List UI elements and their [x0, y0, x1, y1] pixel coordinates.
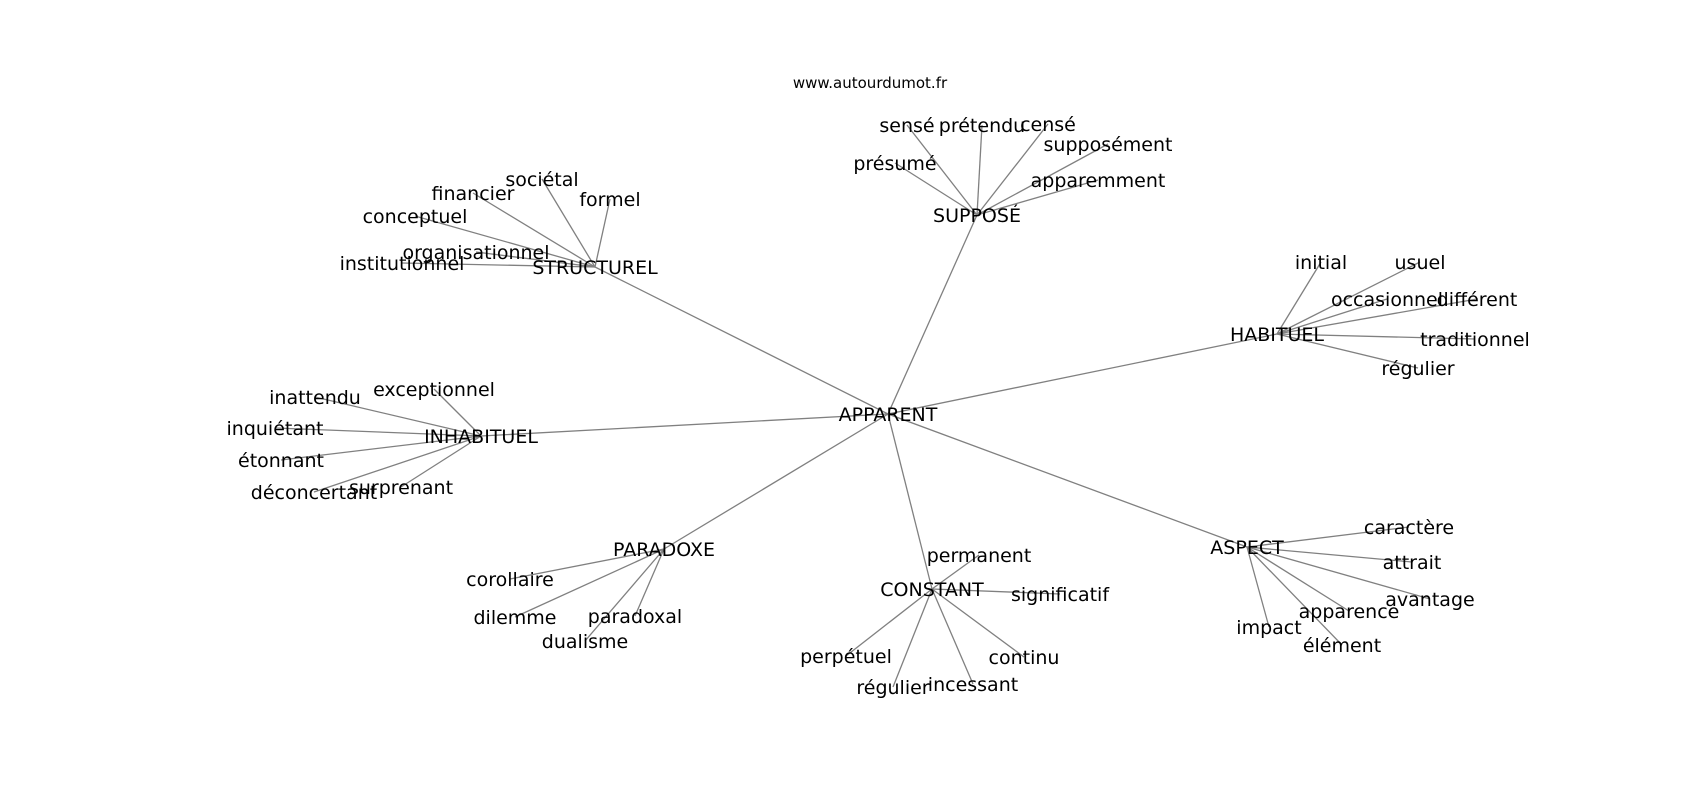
leaf-word: corollaire: [466, 569, 554, 591]
leaf-word: avantage: [1385, 589, 1474, 611]
edge-hub-to-word: [400, 435, 482, 488]
leaf-word: significatif: [1011, 584, 1110, 606]
edge-hub-to-word: [1246, 526, 1410, 548]
edge-center-to-hub: [663, 413, 889, 550]
hub-word: STRUCTUREL: [532, 257, 658, 279]
hub-word: HABITUEL: [1230, 324, 1324, 346]
edge-hub-to-word: [976, 124, 983, 216]
leaf-word: sensé: [879, 115, 934, 137]
leaf-word: caractère: [1364, 517, 1454, 539]
leaf-word: surprenant: [349, 477, 453, 499]
edge-hub-to-word: [931, 554, 980, 590]
edge-hub-to-word: [314, 396, 482, 437]
leaf-word: présumé: [853, 153, 936, 175]
edge-hub-to-word: [1276, 298, 1388, 335]
edge-hub-to-word: [931, 588, 1061, 595]
edge-hub-to-word: [401, 262, 596, 268]
leaf-word: élément: [1303, 635, 1381, 657]
leaf-word: supposément: [1044, 134, 1173, 156]
leaf-word: continu: [989, 647, 1060, 669]
edge-hub-to-word: [976, 143, 1109, 216]
edge-hub-to-word: [894, 162, 978, 216]
leaf-word: censé: [1020, 114, 1076, 136]
edge-hub-to-word: [976, 179, 1099, 216]
edge-hub-to-word: [976, 123, 1049, 216]
leaf-word: apparemment: [1031, 170, 1166, 192]
edge-hub-to-word: [313, 435, 482, 493]
edge-hub-to-word: [514, 548, 665, 618]
edge-hub-to-word: [1246, 546, 1343, 646]
hub-word: ASPECT: [1210, 537, 1284, 559]
edge-hub-to-word: [931, 588, 974, 685]
hub-word: CONSTANT: [880, 579, 984, 601]
edge-hub-to-word: [1246, 546, 1413, 563]
edge-hub-to-word: [274, 427, 482, 437]
leaf-word: impact: [1236, 617, 1301, 639]
edge-center-to-hub: [594, 266, 889, 415]
edge-hub-to-word: [1276, 298, 1478, 335]
leaf-word: occasionnel: [1331, 289, 1443, 311]
leaf-word: exceptionnel: [373, 379, 495, 401]
edge-hub-to-word: [1276, 261, 1322, 335]
leaf-word: usuel: [1395, 252, 1446, 274]
leaf-word: attrait: [1383, 552, 1442, 574]
leaf-word: différent: [1437, 289, 1518, 311]
leaf-word: régulier: [856, 677, 929, 699]
leaf-word: conceptuel: [363, 206, 468, 228]
hub-word: SUPPOSÉ: [933, 204, 1021, 227]
leaf-word: prétendu: [939, 115, 1025, 137]
leaf-word: institutionnel: [340, 253, 465, 275]
leaf-word: inattendu: [269, 387, 361, 409]
leaf-word: organisationnel: [402, 242, 549, 264]
edge-hub-to-word: [541, 178, 596, 268]
edge-hub-to-word: [584, 548, 665, 642]
leaf-word: dilemme: [473, 607, 556, 629]
edge-hub-to-word: [594, 198, 611, 268]
edge-center-to-hub: [887, 333, 1278, 415]
edge-hub-to-word: [892, 588, 933, 688]
edge-hub-to-word: [906, 124, 978, 216]
leaf-word: permanent: [927, 545, 1032, 567]
edge-hub-to-word: [931, 588, 1025, 658]
edge-center-to-hub: [887, 413, 933, 590]
edge-hub-to-word: [509, 548, 665, 580]
leaf-word: traditionnel: [1420, 329, 1530, 351]
leaf-word: apparence: [1299, 601, 1400, 623]
edge-center-to-hub: [887, 413, 1248, 548]
graph-edges: [274, 123, 1478, 688]
leaf-word: perpétuel: [800, 646, 892, 668]
leaf-word: inquiétant: [227, 418, 324, 440]
leaf-word: déconcertant: [251, 482, 377, 504]
leaf-word: régulier: [1381, 358, 1454, 380]
hub-word: PARADOXE: [613, 539, 715, 561]
edge-hub-to-word: [634, 548, 665, 617]
edge-hub-to-word: [475, 251, 596, 268]
hub-word: INHABITUEL: [424, 426, 538, 448]
center-word: APPARENT: [839, 404, 938, 426]
edge-hub-to-word: [1276, 333, 1476, 340]
edge-hub-to-word: [1276, 333, 1419, 369]
leaf-word: dualisme: [542, 631, 628, 653]
edge-hub-to-word: [1246, 546, 1350, 612]
leaf-word: sociétal: [505, 169, 578, 191]
edge-hub-to-word: [280, 435, 482, 461]
leaf-word: initial: [1295, 252, 1347, 274]
edge-center-to-hub: [480, 413, 889, 437]
edge-hub-to-word: [433, 388, 482, 437]
edge-hub-to-word: [414, 215, 596, 268]
leaf-word: paradoxal: [588, 606, 682, 628]
edge-hub-to-word: [845, 588, 933, 657]
leaf-word: formel: [579, 189, 640, 211]
edge-hub-to-word: [472, 192, 596, 268]
edge-hub-to-word: [1246, 546, 1431, 600]
edge-hub-to-word: [1276, 261, 1421, 335]
leaf-word: étonnant: [238, 450, 324, 472]
edge-center-to-hub: [887, 214, 978, 415]
site-credit: www.autourdumot.fr: [793, 74, 948, 92]
leaf-word: financier: [432, 183, 515, 205]
leaf-word: incessant: [928, 674, 1018, 696]
edge-hub-to-word: [1246, 546, 1270, 628]
